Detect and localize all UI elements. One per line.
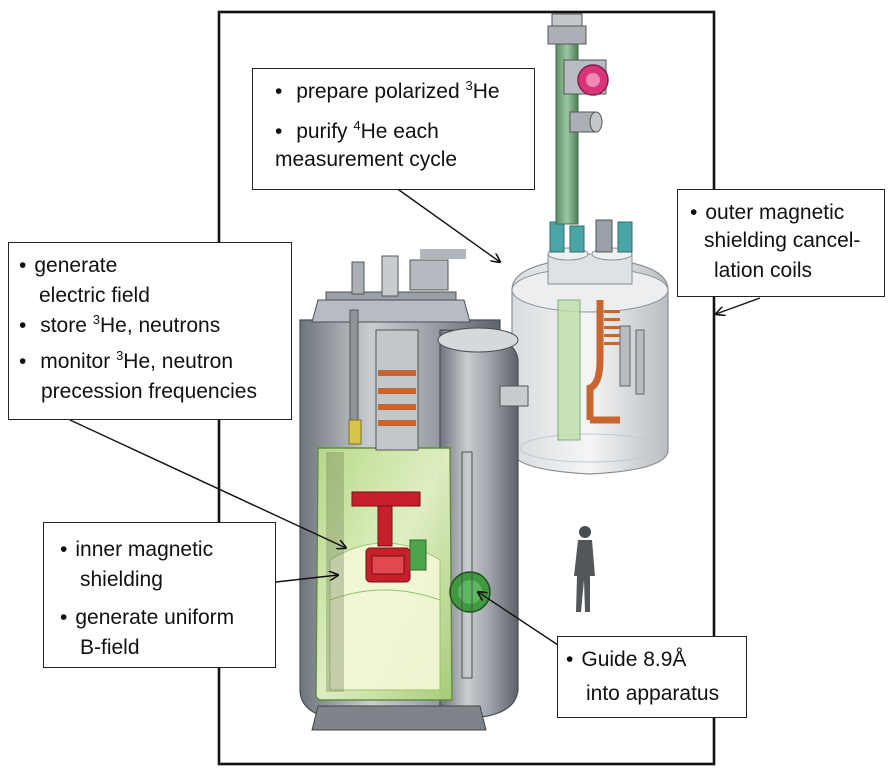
annotation-polarize-line3: measurement cycle [275, 148, 458, 171]
leader-outer [716, 297, 761, 314]
annotation-guide-line1: Guide 8.9Å [566, 647, 686, 673]
annotation-polarize: prepare polarized 3He purify 4He each me… [252, 68, 535, 190]
annotation-cell-line3: store 3He, neutrons [19, 313, 220, 339]
annotation-inner-shield: inner magnetic shielding generate unifor… [43, 522, 276, 668]
annotation-cell-line1: generate [19, 253, 117, 279]
annotation-guide-line2: into apparatus [586, 682, 720, 705]
annotation-cell-line2: electric field [39, 284, 150, 307]
annotation-cell-line4: monitor 3He, neutron [19, 349, 233, 375]
human-scale-figure [574, 526, 595, 612]
annotation-polarize-line1: prepare polarized 3He [275, 79, 499, 105]
annotation-outer-line2: shielding cancel- [704, 229, 861, 252]
annotation-outer-coils: outer magnetic shielding cancel- lation … [677, 189, 885, 297]
leader-inner [275, 575, 338, 583]
annotation-guide: Guide 8.9Å into apparatus [557, 636, 747, 718]
annotation-inner-line1: inner magnetic [60, 537, 213, 563]
polarizer-tank [511, 219, 669, 475]
annotation-outer-line1: outer magnetic [690, 200, 844, 226]
polarizer-column [547, 13, 609, 225]
main-cryostat [299, 249, 529, 731]
annotation-inner-line2: shielding [80, 568, 163, 591]
annotation-outer-line3: lation coils [714, 259, 813, 282]
annotation-cell: generate electric field store 3He, neutr… [8, 242, 292, 420]
leader-polarize [391, 184, 500, 262]
annotation-inner-line4: B-field [80, 636, 140, 659]
annotation-polarize-line2: purify 4He each [275, 119, 439, 145]
annotation-cell-line5: precession frequencies [41, 380, 257, 403]
leader-guide [478, 592, 559, 646]
leader-cell [69, 419, 346, 548]
annotation-inner-line3: generate uniform [60, 605, 234, 631]
